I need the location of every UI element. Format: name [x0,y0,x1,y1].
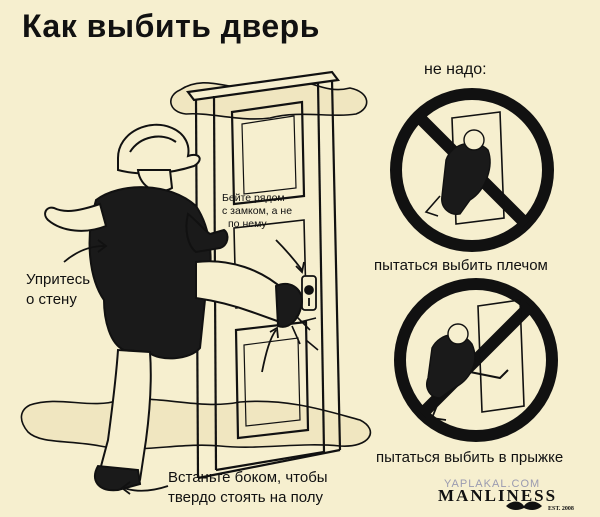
door [186,70,342,480]
dust-cloud-bottom [20,398,372,450]
label-stance: Встаньте боком, чтобы твердо стоять на п… [168,469,328,506]
lock [301,275,317,311]
label-dont: не надо: [424,61,487,78]
watermark-est: EST. 2008 [548,506,574,512]
prohibition-jump [394,278,558,442]
watermark-brand: MANLINESS [438,486,558,505]
label-near-lock: Бейте рядом с замком, а не по нему [222,192,293,230]
impact-lines [291,315,319,351]
arrows [63,239,305,495]
label-lean-wall: Упритесь о стену [26,271,91,308]
prohibition-shoulder [390,88,554,252]
firefighter [44,123,304,492]
watermark-site: YAPLAKAL.COM [444,478,541,490]
moustache-icon [506,501,542,510]
label-shoulder: пытаться выбить плечом [374,257,548,274]
page-title: Как выбить дверь [22,8,320,44]
label-jump: пытаться выбить в прыжке [376,449,564,466]
